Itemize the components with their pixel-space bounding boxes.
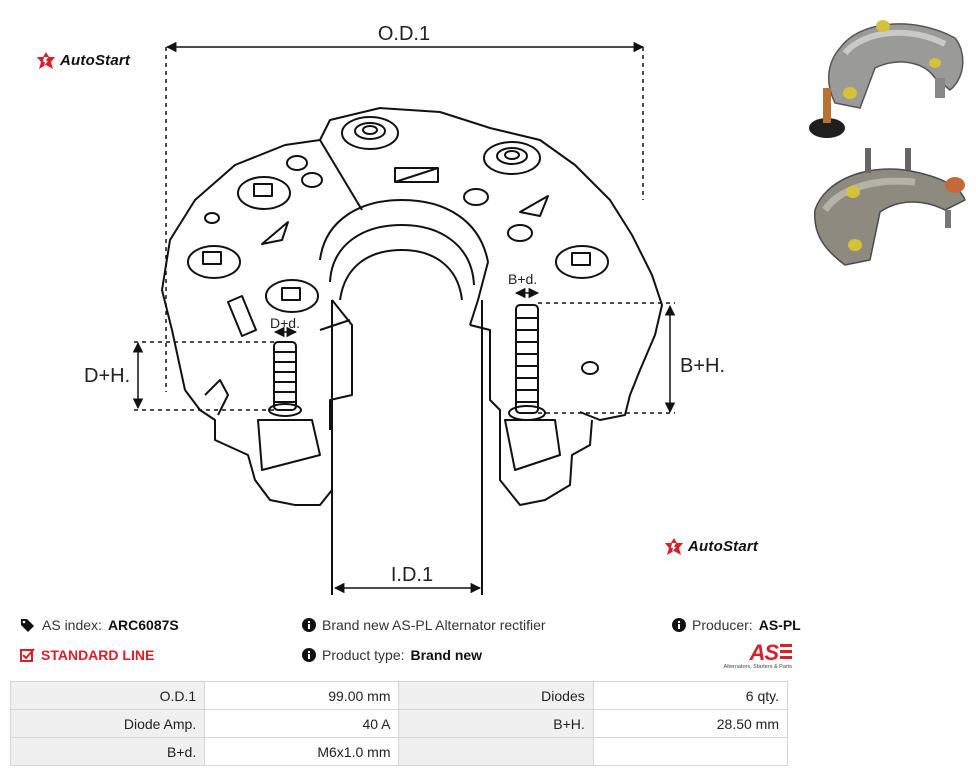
as-pl-logo: AS Alternators, Starters & Parts — [716, 640, 792, 672]
info-icon — [302, 618, 316, 632]
spec-value — [592, 737, 789, 766]
rectifier-drawing: O.D.1 I.D.1 D+H. B+H. D+d. B+d. — [84, 23, 725, 595]
standard-line-badge: STANDARD LINE — [20, 647, 154, 663]
spec-key: Diode Amp. — [9, 709, 206, 738]
autostart-logo-icon — [37, 52, 55, 69]
bh-label: B+H. — [680, 355, 725, 377]
check-square-icon — [20, 648, 35, 662]
as-logo-text: AS — [749, 640, 779, 665]
product-type-value: Brand new — [410, 647, 483, 663]
spec-key: B+H. — [398, 709, 594, 738]
description-text: Brand new AS-PL Alternator rectifier — [322, 617, 546, 633]
producer-value: AS-PL — [758, 617, 801, 633]
autostart-logo-bottom: AutoStart — [664, 537, 758, 557]
product-photo-top — [809, 20, 964, 138]
spec-key: B+d. — [9, 737, 206, 766]
producer-label: Producer: — [692, 617, 753, 633]
spec-value: 6 qty. — [592, 681, 789, 710]
bd-label: B+d. — [508, 271, 537, 287]
autostart-logo-icon — [665, 538, 683, 555]
as-logo-tagline: Alternators, Starters & Parts — [723, 664, 792, 670]
brand-name: AutoStart — [60, 51, 131, 69]
table-row: Diode Amp. 40 A B+H. 28.50 mm — [9, 709, 789, 738]
id-label: I.D.1 — [391, 564, 433, 586]
product-type-label: Product type: — [322, 647, 405, 663]
spec-key: O.D.1 — [9, 681, 206, 710]
info-icon — [672, 618, 686, 632]
product-type: Product type: Brand new — [302, 647, 482, 663]
as-index-value: ARC6087S — [107, 617, 179, 633]
info-icon — [302, 648, 316, 662]
dh-label: D+H. — [84, 365, 130, 387]
as-index-label: AS index: — [42, 617, 102, 633]
spec-value: M6x1.0 mm — [204, 737, 400, 766]
spec-value: 40 A — [204, 709, 400, 738]
spec-value: 28.50 mm — [592, 709, 789, 738]
table-row: O.D.1 99.00 mm Diodes 6 qty. — [9, 681, 789, 710]
tags-icon — [21, 619, 34, 632]
autostart-logo-top: AutoStart — [36, 51, 130, 71]
od-label: O.D.1 — [378, 23, 430, 45]
description: Brand new AS-PL Alternator rectifier — [302, 617, 546, 633]
standard-line-text: STANDARD LINE — [41, 647, 155, 663]
spec-key — [398, 737, 594, 766]
spec-table: O.D.1 99.00 mm Diodes 6 qty. Diode Amp. … — [9, 681, 789, 766]
product-photo-bottom — [814, 148, 966, 266]
dd-label: D+d. — [270, 315, 300, 331]
as-index: AS index: ARC6087S — [20, 617, 179, 633]
spec-key: Diodes — [398, 681, 594, 710]
brand-name: AutoStart — [688, 537, 759, 555]
producer: Producer: AS-PL — [672, 617, 801, 633]
spec-value: 99.00 mm — [204, 681, 400, 710]
table-row: B+d. M6x1.0 mm — [9, 737, 789, 766]
